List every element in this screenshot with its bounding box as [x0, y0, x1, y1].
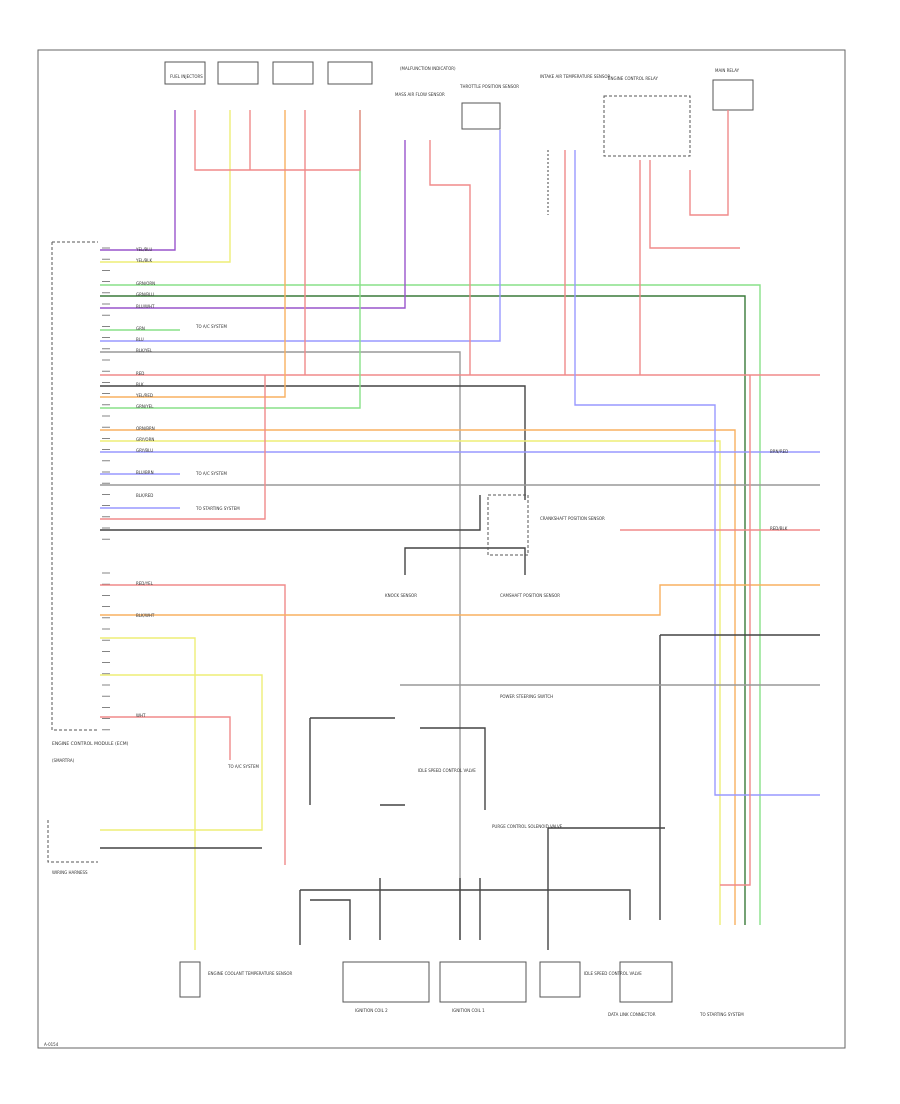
crankshaft-position-label: CRANKSHAFT POSITION SENSOR: [540, 516, 605, 521]
wire: [574, 150, 820, 796]
wire-label: RED: [136, 371, 144, 376]
footer-code: A-0154: [44, 1042, 59, 1047]
wire: [100, 110, 361, 409]
wire-label: BLK/YEL: [136, 348, 153, 353]
wire-label: BLU/BRN: [136, 470, 154, 475]
wire: [100, 716, 231, 760]
main-relay-label: MAIN RELAY: [715, 68, 740, 73]
wire-color-labels: YEL/BLU YEL/BLK GRN/ORN GRN/BLU BLU/WHT …: [135, 247, 788, 718]
power-steering-label: POWER STEERING SWITCH: [500, 694, 553, 699]
bottom-components: ENGINE COOLANT TEMPERATURE SENSOR IGNITI…: [179, 961, 744, 1017]
ecm-relay-label: ENGINE CONTROL RELAY: [608, 76, 658, 81]
wire-label: YEL/BLK: [135, 258, 153, 263]
wire: [100, 351, 461, 940]
wire: [100, 110, 231, 263]
wire: [689, 110, 729, 216]
wire-label: BLK: [136, 382, 144, 387]
knock-sensor-label: KNOCK SENSOR: [385, 593, 417, 598]
ecm-pin-column: [102, 247, 110, 731]
wire-label: BLU: [136, 337, 144, 342]
wire-label: GRY/BLU: [136, 448, 153, 453]
wire-label: RED/YEL: [136, 581, 154, 586]
wire: [100, 284, 761, 925]
fuel-injectors-label: FUEL INJECTORS: [170, 74, 203, 79]
ignition-coil-1-label: IGNITION COIL 1: [452, 1008, 485, 1013]
harness-label: WIRING HARNESS: [52, 870, 88, 875]
wire: [100, 440, 721, 925]
wire: [404, 547, 526, 575]
middle-components: TO A/C SYSTEM TO A/C SYSTEM TO STARTING …: [195, 324, 605, 829]
wire: [100, 140, 406, 309]
wire-label: YEL/BLU: [135, 247, 152, 252]
wire: [100, 637, 196, 950]
wire: [310, 899, 351, 940]
wire: [194, 110, 361, 171]
engine-coolant-temp-label: ENGINE COOLANT TEMPERATURE SENSOR: [208, 971, 293, 976]
wire-label: GRN/YEL: [136, 404, 154, 409]
idle-control-bottom-label: IDLE SPEED CONTROL VALVE: [584, 971, 642, 976]
to-ac-system-label-2: TO A/C SYSTEM: [195, 471, 228, 476]
fuel-injector-block: FUEL INJECTORS: [164, 61, 373, 85]
wire: [300, 889, 631, 920]
wire: [720, 375, 751, 886]
ignition-coil-2-label: IGNITION COIL 2: [355, 1008, 388, 1013]
purge-control-label: PURGE CONTROL SOLENOID VALVE: [492, 824, 563, 829]
top-sensors: MASS AIR FLOW SENSOR THROTTLE POSITION S…: [395, 68, 754, 157]
wire-label: BRN/RED: [770, 449, 788, 454]
wire-label: BLK/RED: [136, 493, 153, 498]
idle-speed-label: IDLE SPEED CONTROL VALVE: [418, 768, 476, 773]
wire: [100, 495, 481, 531]
wire: [100, 130, 501, 342]
wire-label: BLK/WHT: [136, 613, 155, 618]
wire-label: GRN/BLU: [136, 292, 154, 297]
to-ac-system-label-3: TO A/C SYSTEM: [227, 764, 260, 769]
wire: [429, 140, 471, 375]
ecm-module-sublabel: (SMARTRA): [52, 758, 75, 763]
camshaft-position-label: CAMSHAFT POSITION SENSOR: [500, 593, 560, 598]
wire-label: GRN: [136, 326, 145, 331]
wire: [100, 385, 526, 500]
ecm-module: ENGINE CONTROL MODULE (ECM) (SMARTRA) WI…: [47, 241, 129, 875]
wire: [649, 160, 740, 249]
wire-label: WHT: [136, 713, 146, 718]
wire-label: ORN/BRN: [136, 426, 155, 431]
wire: [100, 584, 820, 616]
mass-air-flow-label: MASS AIR FLOW SENSOR: [395, 92, 445, 97]
wire-label: BLU/WHT: [136, 304, 155, 309]
wire-label: YEL/RED: [135, 393, 153, 398]
wire-group: [100, 110, 820, 950]
to-starting-bottom-label: TO STARTING SYSTEM: [699, 1012, 744, 1017]
top-note: (MALFUNCTION INDICATOR): [400, 66, 456, 71]
wire-label: GRY/ORN: [136, 437, 154, 442]
wire: [100, 110, 286, 398]
data-link-label: DATA LINK CONNECTOR: [608, 1012, 656, 1017]
wire: [420, 727, 486, 810]
diagram-frame: [37, 49, 846, 1049]
wire: [100, 110, 176, 251]
wire: [100, 295, 746, 925]
wire: [100, 429, 736, 925]
wire-label: RED/BLK: [770, 526, 788, 531]
wire: [100, 375, 266, 520]
wire: [100, 584, 286, 865]
to-starting-label: TO STARTING SYSTEM: [195, 506, 240, 511]
wire-label: GRN/ORN: [136, 281, 155, 286]
throttle-position-label: THROTTLE POSITION SENSOR: [459, 84, 519, 89]
intake-air-temp-label: INTAKE AIR TEMPERATURE SENSOR: [540, 74, 611, 79]
to-ac-system-label: TO A/C SYSTEM: [195, 324, 228, 329]
wire: [100, 674, 263, 831]
ecm-module-label: ENGINE CONTROL MODULE (ECM): [52, 741, 129, 747]
